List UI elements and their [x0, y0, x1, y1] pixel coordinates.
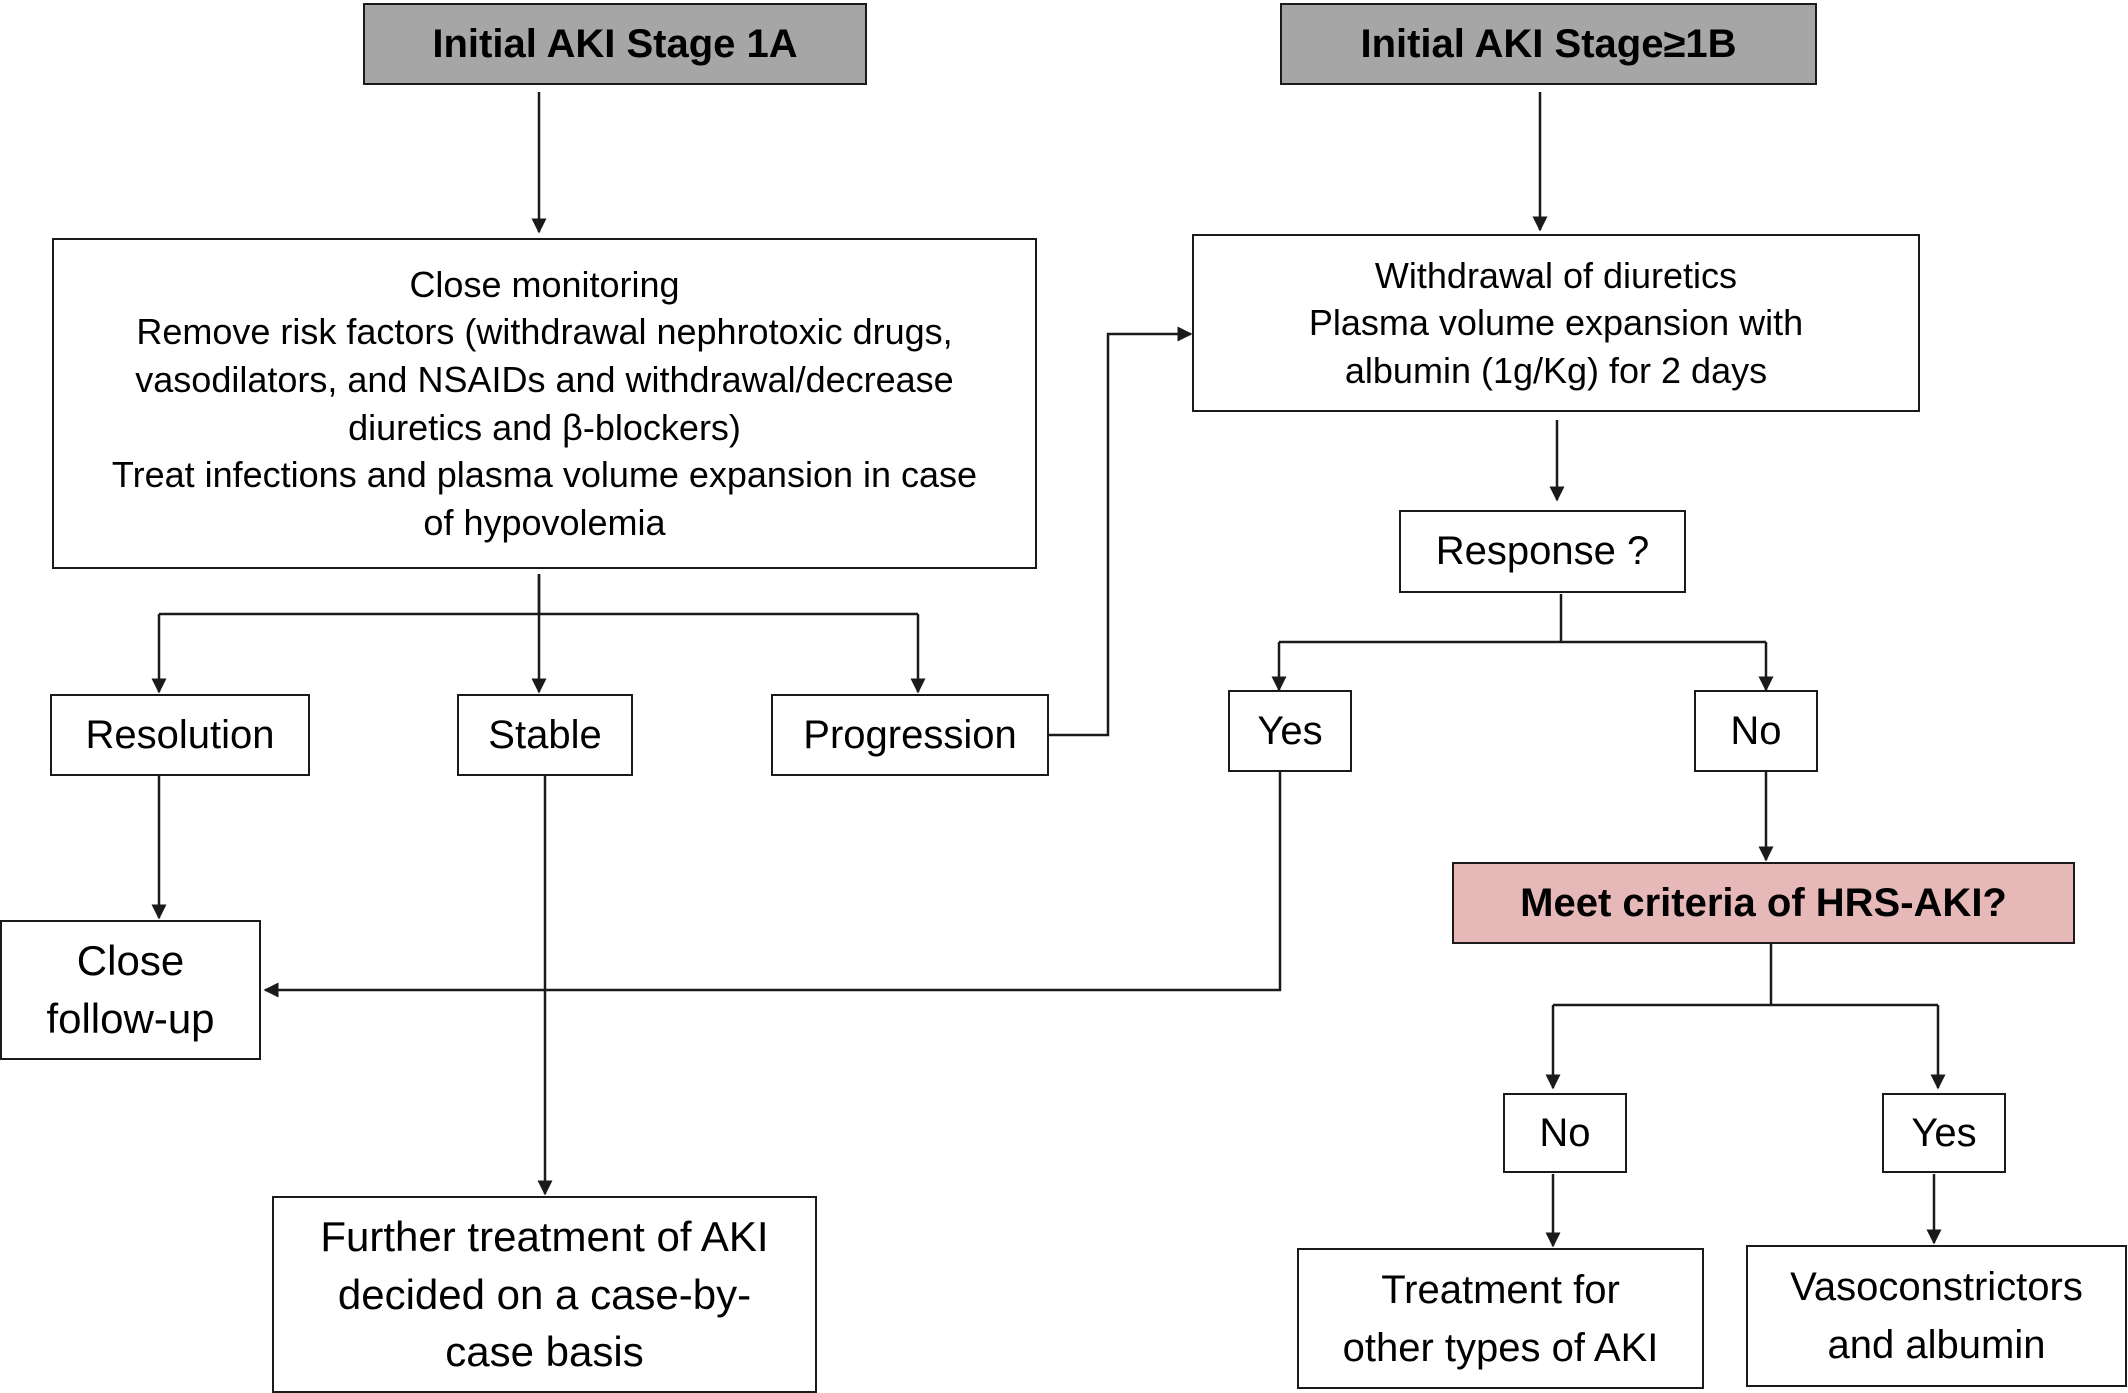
stage-1b-label: Initial AKI Stage≥1B	[1360, 21, 1737, 66]
hrs-no-box: No	[1503, 1093, 1627, 1173]
response-box: Response ?	[1399, 510, 1686, 593]
response-label: Response ?	[1435, 529, 1650, 574]
stable-box: Stable	[457, 694, 633, 776]
hrs-criteria-box: Meet criteria of HRS-AKI?	[1452, 862, 2075, 944]
stage-1a-label: Initial AKI Stage 1A	[432, 21, 798, 66]
monitoring-line-6: of hypovolemia	[423, 501, 666, 543]
further-line-3: case basis	[445, 1328, 644, 1376]
withdrawal-line-3: albumin (1g/Kg) for 2 days	[1344, 349, 1768, 391]
response-yes-box: Yes	[1228, 690, 1352, 772]
vaso-line-1: Vasoconstrictors	[1790, 1265, 2083, 1309]
arrow-yes-to-followup	[263, 772, 1282, 998]
further-line-2: decided on a case-by-	[337, 1270, 752, 1318]
response-no-box: No	[1694, 690, 1818, 772]
monitoring-line-5: Treat infections and plasma volume expan…	[111, 454, 978, 496]
withdrawal-line-1: Withdrawal of diuretics	[1374, 254, 1738, 296]
response-yes-label: Yes	[1257, 708, 1323, 753]
other-treatment-box: Treatment for other types of AKI	[1297, 1248, 1704, 1389]
stable-label: Stable	[488, 712, 602, 757]
followup-line-2: follow-up	[46, 995, 215, 1042]
vasoconstrictors-box: Vasoconstrictors and albumin	[1746, 1245, 2127, 1387]
monitoring-line-3: vasodilators, and NSAIDs and withdrawal/…	[135, 358, 954, 400]
withdrawal-box: Withdrawal of diuretics Plasma volume ex…	[1192, 234, 1920, 412]
monitoring-line-4: diuretics and β-blockers)	[348, 406, 741, 448]
resolution-box: Resolution	[50, 694, 310, 776]
stage-1b-box: Initial AKI Stage≥1B	[1280, 3, 1817, 85]
hrs-no-label: No	[1539, 1110, 1591, 1155]
other-line-1: Treatment for	[1381, 1267, 1620, 1312]
close-monitoring-box: Close monitoring Remove risk factors (wi…	[52, 238, 1037, 569]
vaso-line-2: and albumin	[1827, 1323, 2046, 1367]
hrs-yes-label: Yes	[1911, 1110, 1977, 1155]
stage-1a-box: Initial AKI Stage 1A	[363, 3, 867, 85]
hrs-yes-box: Yes	[1882, 1093, 2006, 1173]
resolution-label: Resolution	[85, 712, 275, 757]
response-no-label: No	[1730, 708, 1782, 753]
hrs-criteria-label: Meet criteria of HRS-AKI?	[1520, 880, 2007, 925]
progression-label: Progression	[803, 712, 1017, 757]
close-followup-box: Close follow-up	[0, 920, 261, 1060]
followup-line-1: Close	[76, 937, 185, 985]
monitoring-line-1: Close monitoring	[409, 263, 680, 305]
monitoring-line-2: Remove risk factors (withdrawal nephroto…	[136, 311, 953, 353]
further-line-1: Further treatment of AKI	[320, 1212, 769, 1260]
withdrawal-line-2: Plasma volume expansion with	[1308, 302, 1804, 344]
progression-box: Progression	[771, 694, 1049, 776]
other-line-2: other types of AKI	[1342, 1325, 1659, 1370]
arrow-progression-to-withdrawal	[1048, 326, 1193, 737]
further-treatment-box: Further treatment of AKI decided on a ca…	[272, 1196, 817, 1393]
